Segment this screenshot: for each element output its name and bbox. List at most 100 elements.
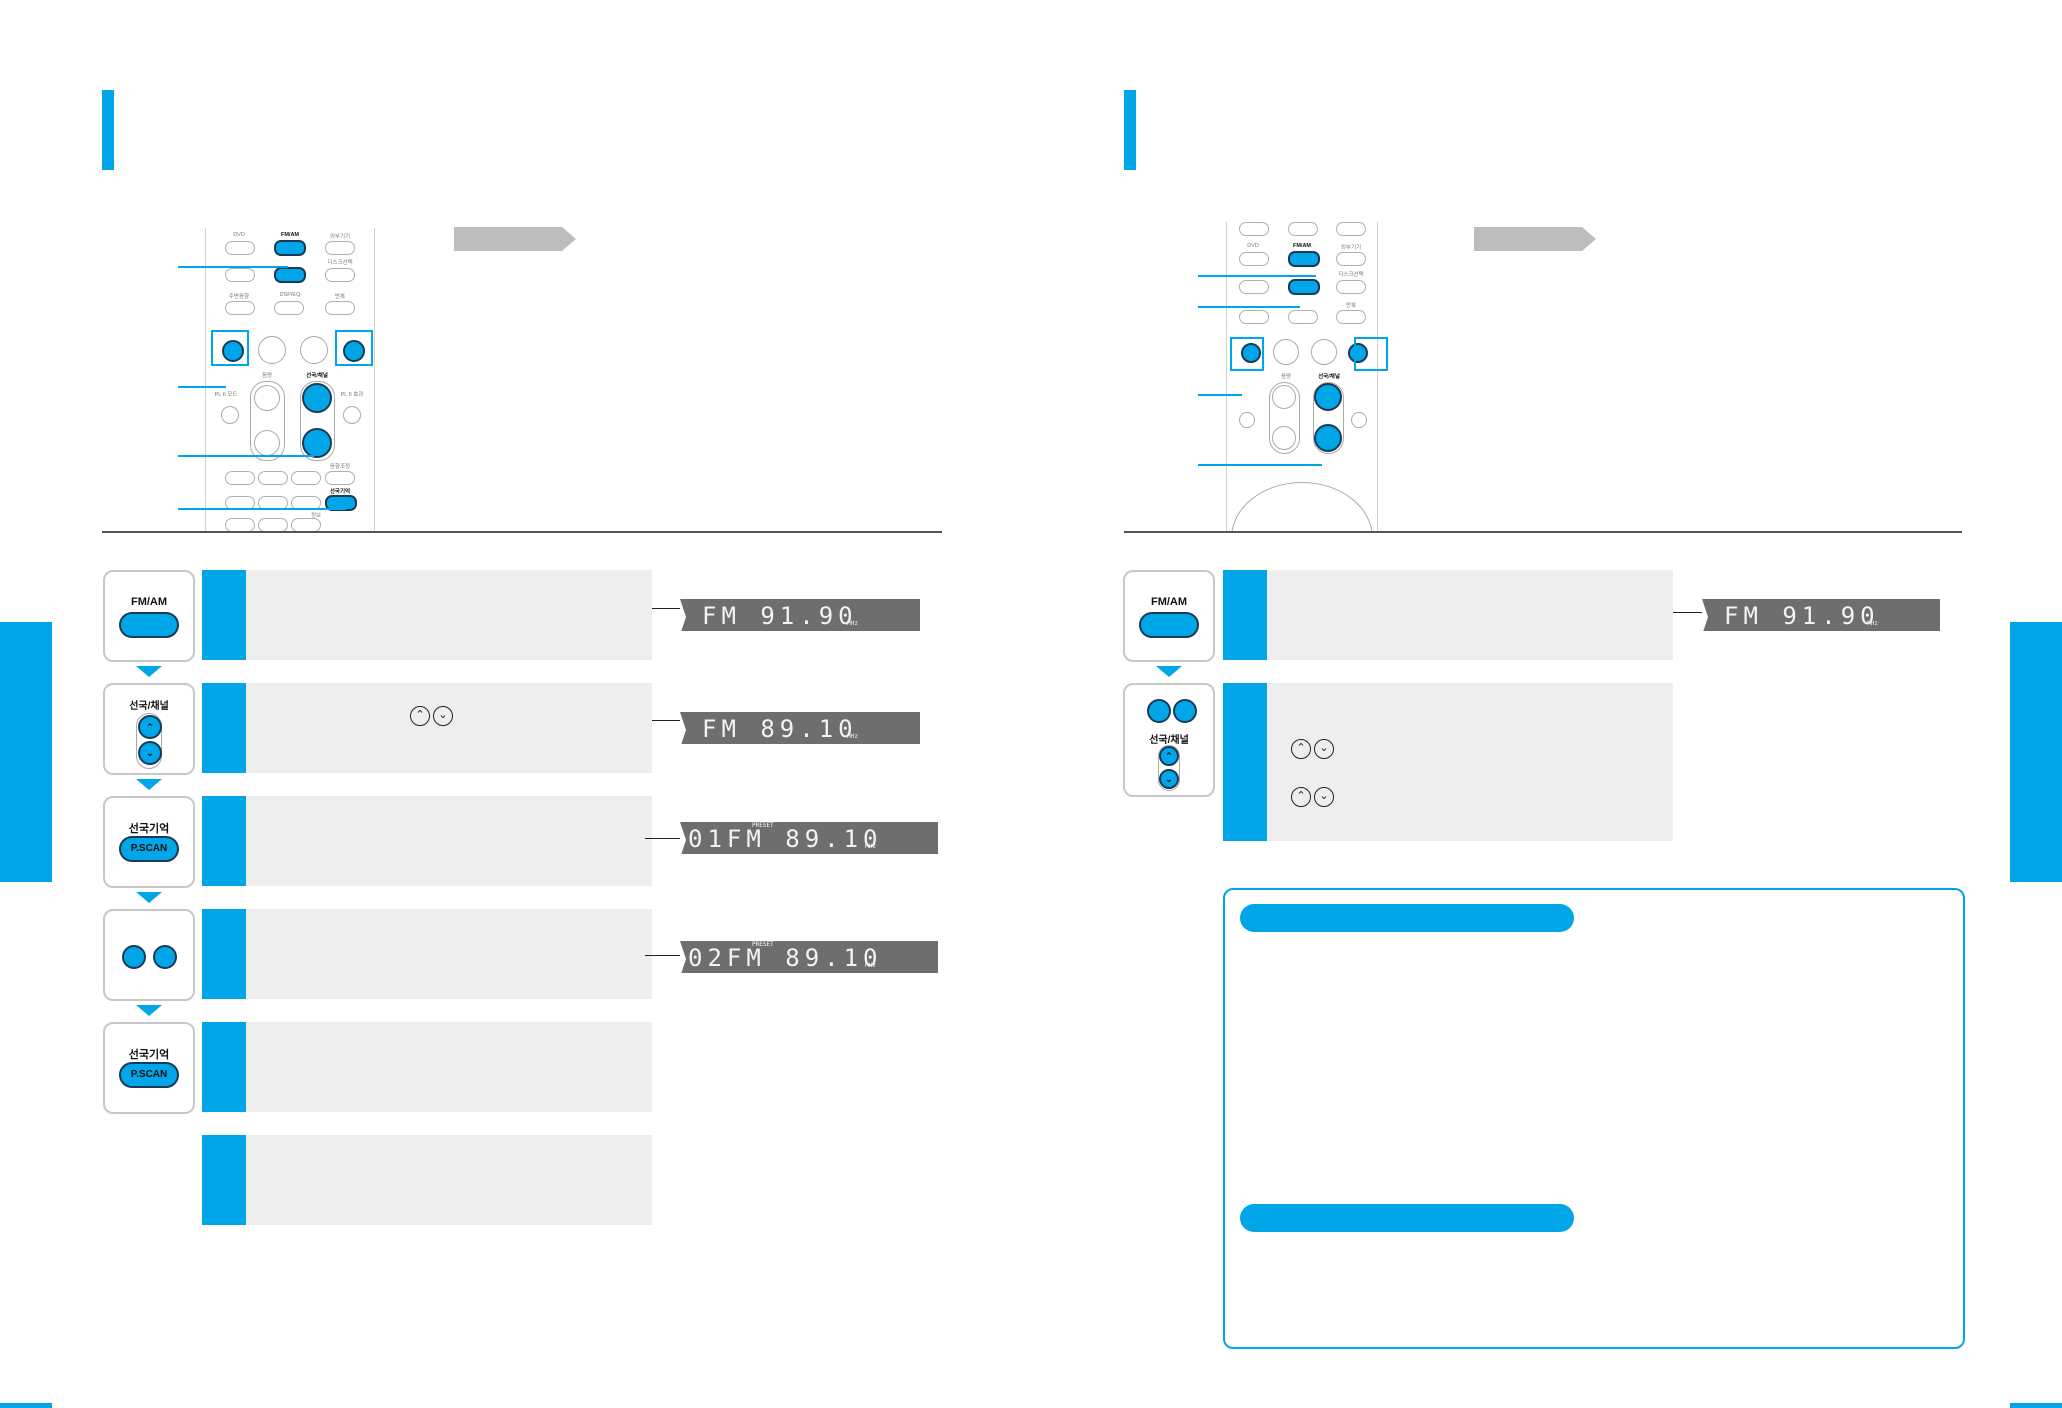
remote-play-pause-icon-right[interactable] [1311,339,1337,365]
remote-num-0[interactable] [258,518,288,531]
lcd-leader-right [1673,612,1703,613]
step-icon-skip-tuning-right: 선국/채널 ⌃ ⌄ [1123,683,1215,797]
remote-ntsc-button-right[interactable] [1239,280,1269,294]
remote-tuning-up-icon[interactable] [302,383,332,413]
section-marker-left [102,90,114,170]
remote-fmam-button[interactable] [274,240,306,256]
fmam-label: FM/AM [130,596,168,608]
remote-label-dsp: DSP/EQ [279,292,301,298]
tuning-up-icon-right[interactable]: ⌃ [1159,746,1179,766]
step-number-2 [202,683,246,773]
step-card-right-2: ⌃⌄ ⌃⌄ [1223,683,1673,841]
remote-skip-back-icon-right[interactable] [1241,343,1261,363]
remote-pscan-button[interactable] [325,495,357,511]
remote-disc-button[interactable] [325,268,355,282]
down-icon: ⌄ [1314,787,1334,807]
remote-num-9[interactable] [291,496,321,510]
remote-play-pause-icon[interactable] [300,336,328,364]
step-card-3 [202,796,652,886]
tuning-down-icon[interactable]: ⌄ [138,741,162,765]
remote-skip-forward-icon-right[interactable] [1348,343,1368,363]
remote-navigation-wheel[interactable] [1231,482,1373,531]
tuning-label-right: 선국/채널 [1149,735,1189,746]
remote-dvd-button[interactable] [225,241,255,255]
remote-top-button-3[interactable] [1336,222,1366,236]
fmam-label-right: FM/AM [1150,596,1188,608]
remote-num-6[interactable] [291,471,321,485]
remote-sound-button-right[interactable] [1239,310,1269,324]
page-footer-mark-left [0,1403,52,1408]
flow-arrow-4 [136,1005,162,1016]
remote-sound-button[interactable] [225,301,255,315]
lcd-leader-2 [652,720,680,721]
remote-num-4[interactable] [225,471,255,485]
remote-label-info: 정보 [310,513,322,519]
remote-label-fmam: FM/AM [280,232,300,238]
pscan-button[interactable]: P.SCAN [119,836,179,862]
step-number-right-2 [1223,683,1267,841]
step-icon-fmam: FM/AM [103,570,195,662]
fmam-button-right[interactable] [1139,612,1199,638]
remote-clear-button[interactable] [225,518,255,531]
step-number-6 [202,1135,246,1225]
inline-updown-icons-right-2: ⌃⌄ [1291,786,1337,807]
lcd-display-1: FM 91.90 MHz [680,599,920,635]
flow-arrow-2 [136,779,162,790]
notes-panel [1223,888,1965,1349]
tuning-down-icon-right[interactable]: ⌄ [1159,769,1179,789]
remote-disc-button-right[interactable] [1336,280,1366,294]
remote-top-button-2[interactable] [1288,222,1318,236]
remote-top-button-1[interactable] [1239,222,1269,236]
remote-volume-down-icon-right[interactable] [1272,426,1296,450]
remote-fmam-button-right[interactable] [1288,251,1320,267]
skip-forward-icon[interactable] [153,945,177,969]
remote-pl2-mode-button[interactable] [221,406,239,424]
lcd-display-4: PRESET 02FM 89.10 MHz [680,941,938,977]
remote-repeat-button[interactable] [325,301,355,315]
step-card-2: ⌃⌄ [202,683,652,773]
remote-dsp-button-right[interactable] [1288,310,1318,324]
remote-volume-up-icon[interactable] [254,385,280,411]
remote-tuning-down-icon-right[interactable] [1314,424,1342,452]
remote-pl2-effect-button-right[interactable] [1351,412,1367,428]
remote-label-external-right: 외부기기 [1340,245,1362,251]
remote-external-button[interactable] [325,241,355,255]
remote-preset-button-right[interactable] [1288,279,1320,295]
divider-left [102,531,942,533]
remote-dvd-button-right[interactable] [1239,252,1269,266]
skip-back-icon-right[interactable] [1147,699,1171,723]
remote-dsp-button[interactable] [274,301,304,315]
tuning-up-icon[interactable]: ⌃ [138,715,162,739]
lcd-unit-2: MHz [847,733,858,740]
remote-stop-icon[interactable] [258,336,286,364]
step-icon-tuning: 선국/채널 ⌃ ⌄ [103,683,195,775]
lcd-unit-3: MHz [865,843,876,850]
skip-forward-icon-right[interactable] [1173,699,1197,723]
remote-skip-back-icon[interactable] [222,340,244,362]
remote-volume-up-icon-right[interactable] [1272,385,1296,409]
flow-arrow-1 [136,666,162,677]
skip-back-icon[interactable] [122,945,146,969]
remote-stop-icon-right[interactable] [1273,339,1299,365]
remote-label-tuning: 선국/채널 [306,373,328,379]
pscan-button-2[interactable]: P.SCAN [119,1062,179,1088]
step-number-3 [202,796,246,886]
remote-num-5[interactable] [258,471,288,485]
remote-external-button-right[interactable] [1336,252,1366,266]
remote-tuning-up-icon-right[interactable] [1314,383,1342,411]
remote-info-button[interactable] [291,518,321,531]
remote-pl2-mode-button-right[interactable] [1239,412,1255,428]
fmam-button[interactable] [119,612,179,638]
remote-pl2-effect-button[interactable] [343,406,361,424]
remote-num-8[interactable] [258,496,288,510]
lcd-unit-4: MHz [865,962,876,969]
remote-ntsc-button[interactable] [225,268,255,282]
remote-num-7[interactable] [225,496,255,510]
tuning-label: 선국/채널 [129,701,169,712]
remote-tuning-down-icon[interactable] [302,428,332,458]
remote-skip-forward-icon[interactable] [343,340,365,362]
remote-sound-edit-button[interactable] [325,471,355,485]
remote-most-button[interactable] [274,267,306,283]
remote-volume-down-icon[interactable] [254,430,280,456]
remote-repeat-button-right[interactable] [1336,310,1366,324]
